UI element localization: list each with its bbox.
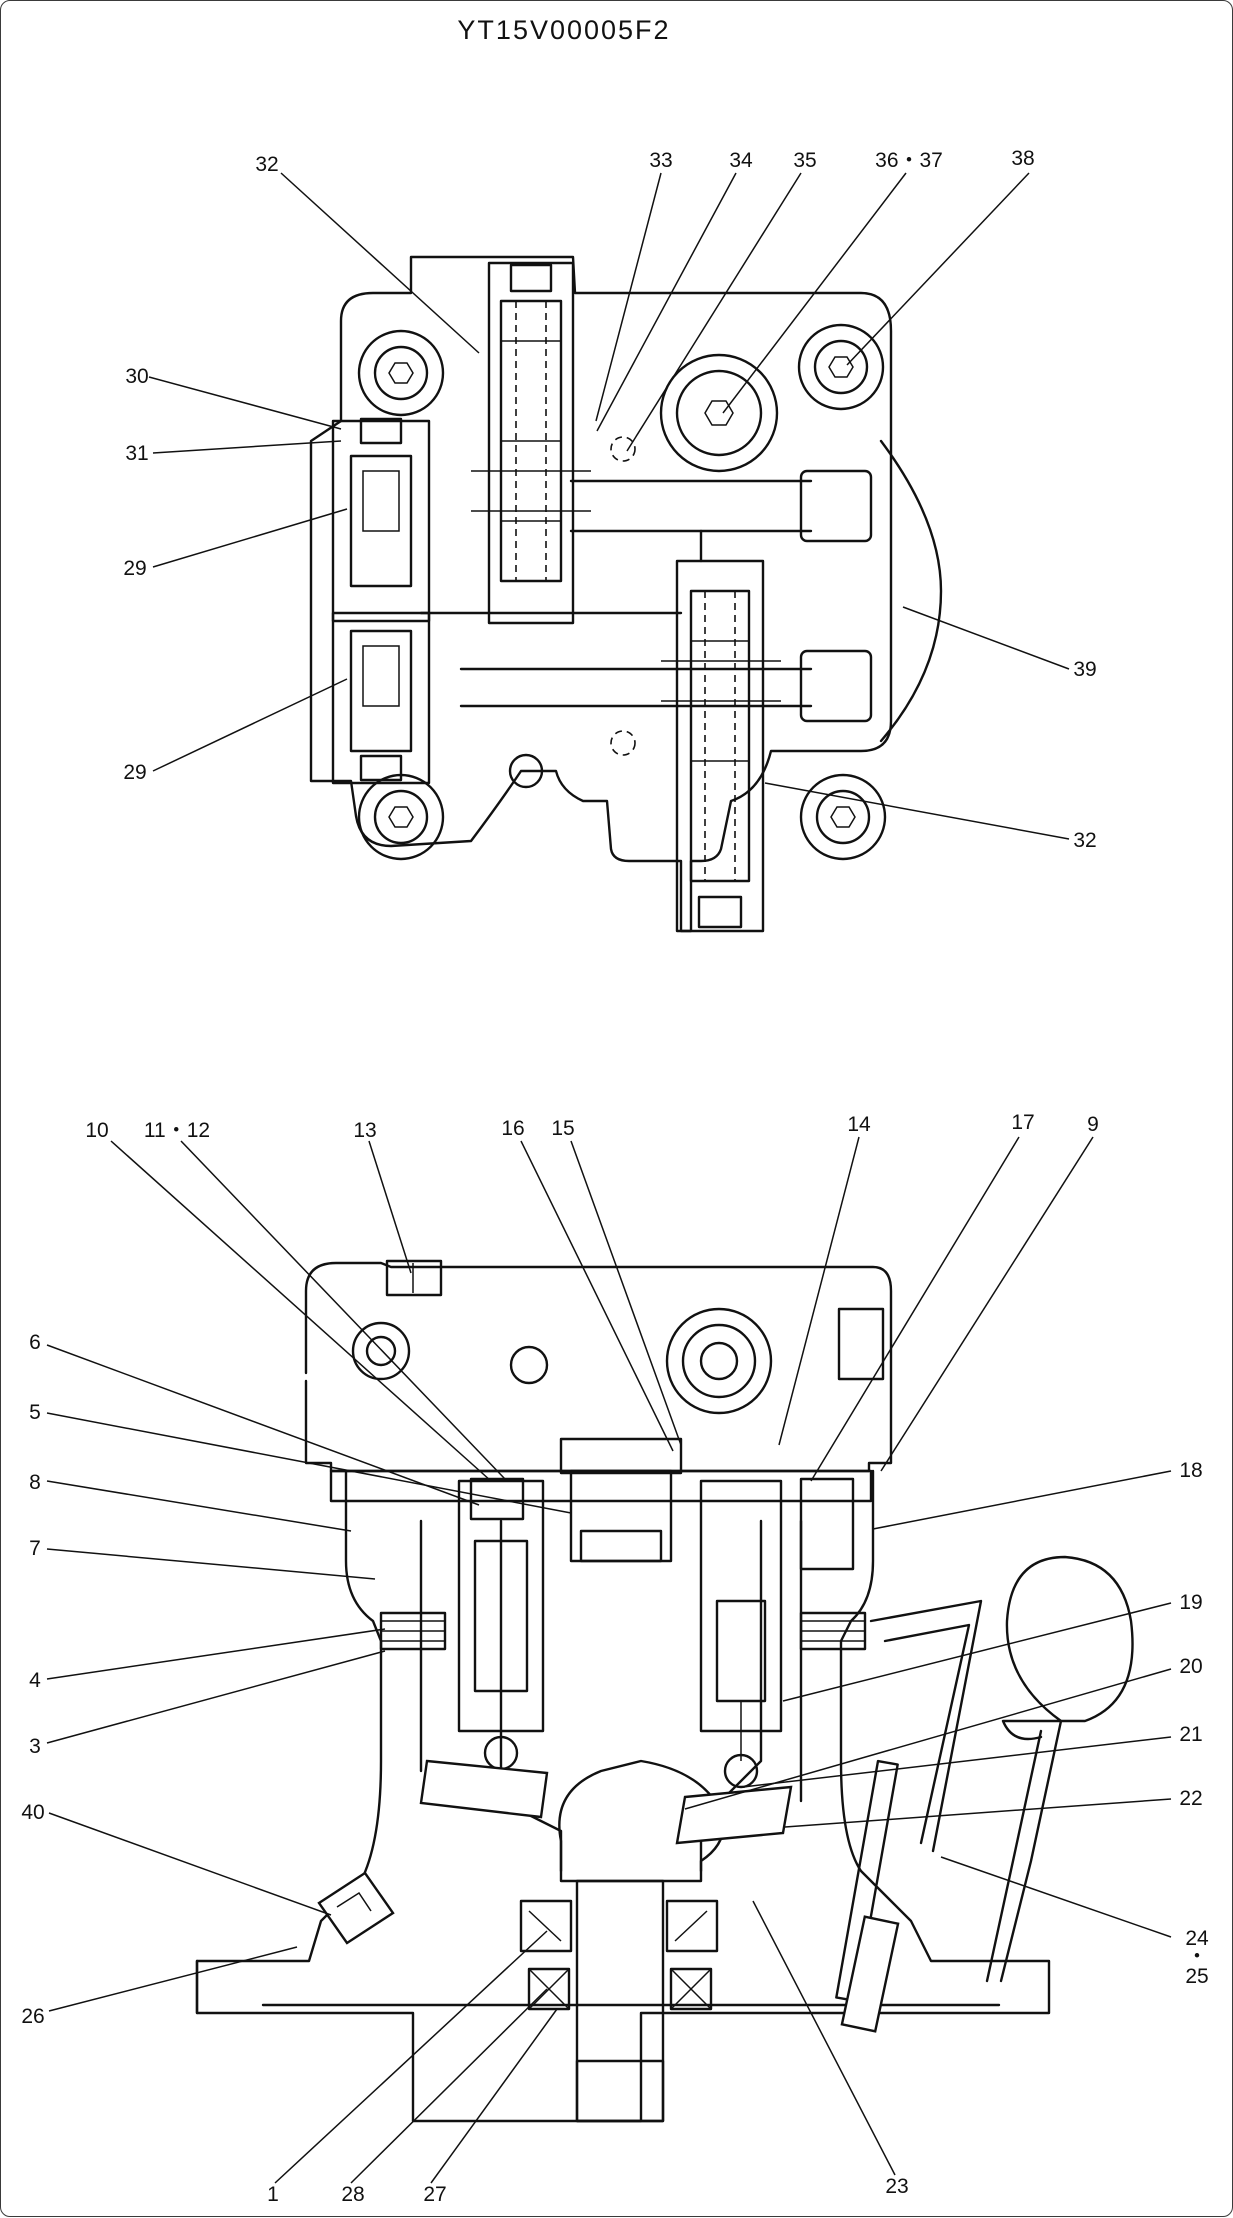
bearing-lower-left bbox=[527, 1967, 571, 2011]
bolt-top-right bbox=[797, 323, 885, 411]
piston-left bbox=[419, 1479, 549, 1819]
callout-21: 21 bbox=[1179, 1723, 1202, 1746]
valve-body-outline bbox=[309, 255, 893, 933]
bearing-upper-left bbox=[519, 1899, 573, 1953]
plug-boss bbox=[659, 353, 779, 473]
friction-plates-right bbox=[799, 1611, 867, 1651]
callout-20: 20 bbox=[1179, 1655, 1202, 1678]
callout-31: 31 bbox=[125, 442, 148, 465]
top-view-callouts: 32 33 34 35 36・37 38 30 31 29 29 39 32 bbox=[123, 147, 1096, 852]
callout-29-lower: 29 bbox=[123, 761, 146, 784]
level-gauge bbox=[835, 1555, 1134, 2033]
callout-16: 16 bbox=[501, 1117, 524, 1140]
callout-26: 26 bbox=[21, 2005, 44, 2028]
callout-25: 25 bbox=[1185, 1965, 1208, 1988]
callout-30: 30 bbox=[125, 365, 148, 388]
callout-11-12: 11・12 bbox=[144, 1119, 210, 1142]
port-plug-lower bbox=[799, 649, 873, 723]
bolt-bottom-right bbox=[799, 773, 887, 861]
top-view-leaders bbox=[148, 172, 1070, 840]
bearing-upper-right bbox=[665, 1899, 719, 1953]
callout-38: 38 bbox=[1011, 147, 1034, 170]
top-view-assembly: 32 33 34 35 36・37 38 30 31 29 29 39 32 bbox=[123, 147, 1097, 933]
brake-spring-left bbox=[469, 1477, 525, 1521]
drawing-code: YT15V00005F2 bbox=[457, 15, 670, 45]
callout-13: 13 bbox=[353, 1119, 376, 1142]
cover-port bbox=[837, 1307, 885, 1381]
callout-24: 24 bbox=[1185, 1927, 1209, 1950]
cover-boss-inner bbox=[699, 1341, 739, 1381]
callout-14: 14 bbox=[847, 1113, 871, 1136]
callout-8: 8 bbox=[29, 1471, 41, 1494]
callout-28: 28 bbox=[341, 2183, 364, 2206]
callout-10: 10 bbox=[85, 1119, 108, 1142]
valve-cover-outline bbox=[304, 1261, 893, 1473]
cover-lug-inner bbox=[365, 1335, 397, 1367]
section-view-callouts: 10 11・12 13 16 15 14 17 9 6 5 8 7 4 3 40… bbox=[21, 1111, 1209, 2206]
spring-seat bbox=[559, 1437, 683, 1475]
callout-6: 6 bbox=[29, 1331, 41, 1354]
center-hub bbox=[569, 1469, 673, 1563]
relief-valve-lower bbox=[661, 559, 781, 933]
cover-lug-outer bbox=[351, 1321, 411, 1381]
callout-36-37: 36・37 bbox=[875, 149, 943, 172]
callout-23: 23 bbox=[885, 2175, 908, 2198]
mounting-hole bbox=[508, 753, 544, 789]
callout-17: 17 bbox=[1011, 1111, 1034, 1134]
callout-32-upper: 32 bbox=[255, 153, 278, 176]
callout-5: 5 bbox=[29, 1401, 41, 1424]
section-view-assembly: 10 11・12 13 16 15 14 17 9 6 5 8 7 4 3 40… bbox=[21, 1111, 1209, 2206]
passage-mid bbox=[419, 529, 703, 615]
valve-plate bbox=[329, 1469, 873, 1503]
vent-plug bbox=[385, 1259, 443, 1297]
callout-9: 9 bbox=[1087, 1113, 1099, 1136]
callout-22: 22 bbox=[1179, 1787, 1202, 1810]
callout-15: 15 bbox=[551, 1117, 574, 1140]
port-plug-upper bbox=[799, 469, 873, 543]
callout-32-lower: 32 bbox=[1073, 829, 1096, 852]
hidden-hole-lower bbox=[610, 730, 636, 756]
output-shaft bbox=[575, 1879, 665, 2123]
callout-40: 40 bbox=[21, 1801, 44, 1824]
hidden-hole-upper bbox=[610, 436, 636, 462]
cylinder-block bbox=[558, 1759, 725, 1883]
cover-boss-mid bbox=[681, 1323, 757, 1399]
passage-upper bbox=[569, 479, 813, 533]
bearing-lower-right bbox=[669, 1967, 713, 2011]
callout-1: 1 bbox=[267, 2183, 279, 2206]
check-valve-lower bbox=[331, 611, 431, 785]
callout-29-upper: 29 bbox=[123, 557, 146, 580]
friction-plates-left bbox=[379, 1611, 447, 1651]
drain-plug bbox=[317, 1871, 395, 1945]
callout-34: 34 bbox=[729, 149, 753, 172]
piston-right bbox=[675, 1479, 793, 1845]
side-cover bbox=[879, 439, 943, 743]
callout-18: 18 bbox=[1179, 1459, 1202, 1482]
check-valve-upper bbox=[331, 417, 431, 623]
callout-3: 3 bbox=[29, 1735, 41, 1758]
motor-housing-outline bbox=[195, 1469, 1051, 2123]
cover-hole bbox=[509, 1345, 549, 1385]
callout-7: 7 bbox=[29, 1537, 41, 1560]
center-hub-ring bbox=[579, 1529, 663, 1563]
callout-19: 19 bbox=[1179, 1591, 1202, 1614]
bolt-top-left bbox=[357, 329, 445, 417]
cover-boss-outer bbox=[665, 1307, 773, 1415]
callout-27: 27 bbox=[423, 2183, 446, 2206]
callout-39: 39 bbox=[1073, 658, 1096, 681]
shaft-spline bbox=[575, 2059, 665, 2123]
relief-valve-upper bbox=[471, 261, 591, 625]
callout-4: 4 bbox=[29, 1669, 41, 1692]
callout-35: 35 bbox=[793, 149, 816, 172]
callout-24-25-separator: ・ bbox=[1187, 1945, 1208, 1968]
passage-lower bbox=[459, 667, 813, 708]
callout-33: 33 bbox=[649, 149, 672, 172]
brake-spring-right bbox=[799, 1477, 855, 1571]
section-view-leaders bbox=[46, 1136, 1172, 2184]
